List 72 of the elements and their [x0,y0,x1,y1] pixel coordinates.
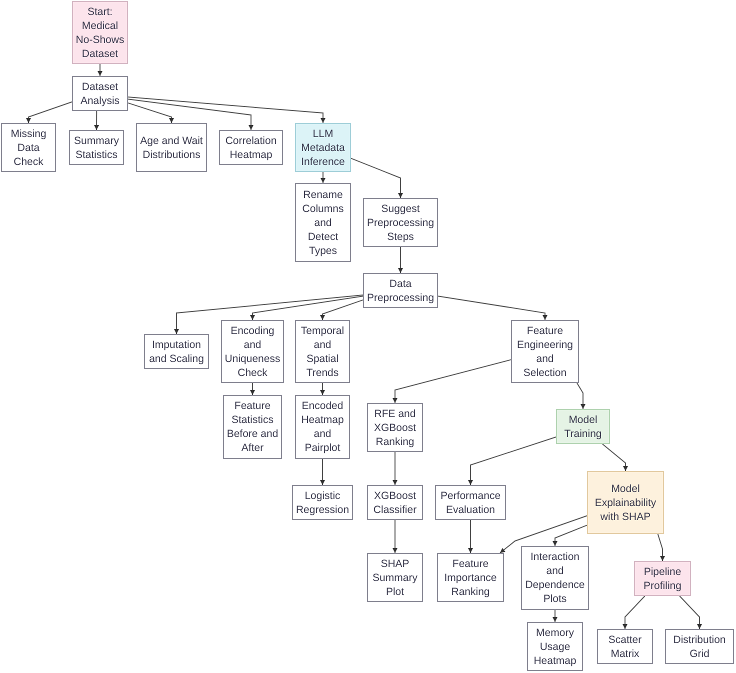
step-label: Feature Engineering and Selection [516,324,574,380]
arrow [320,172,326,184]
arrow [398,246,403,274]
arrow [392,359,512,404]
arrow [392,452,398,486]
step-label: XGBoost Classifier [372,488,418,516]
arrow [350,158,403,198]
step-label: Temporal and Spatial Trends [300,324,346,380]
arrow [392,520,398,554]
arrow [438,296,548,320]
process-box [597,629,653,664]
process-box [437,553,504,602]
arrow [657,534,665,562]
arrow [622,596,646,630]
process-box [527,622,583,671]
arrow [26,101,72,124]
step-label: Encoding and Uniqueness Check [224,324,281,380]
process-box [367,403,423,452]
arrow [128,98,254,130]
arrow [468,520,473,554]
arrow [576,382,586,410]
step-label: Feature Statistics Before and After [226,399,279,455]
step-label: Logistic Regression [295,488,350,516]
arrow [174,294,364,334]
step-label: Missing Data Check [10,126,48,168]
arrow [679,596,702,630]
step-label: Encoded Heatmap and Pairplot [300,399,345,455]
process-box [1,123,56,172]
step-label: Age and Wait Distributions [139,134,204,162]
arrow [320,382,325,396]
arrow [128,96,326,124]
arrow [250,382,255,396]
step-label: Suggest Preprocessing Steps [366,202,435,244]
step-label: Distribution Grid [672,632,727,660]
step-label: Model Explainability with SHAP [594,482,658,524]
step-label: Summary Statistics [73,134,120,162]
step-label: Pipeline Profiling [642,564,682,592]
arrow [320,458,325,486]
process-box [587,471,664,534]
arrow [98,64,102,76]
step-label: Dataset Analysis [79,80,121,108]
process-box [665,629,734,664]
arrow [468,436,556,486]
arrow [552,524,588,546]
arrow [128,102,174,124]
step-label: Scatter Matrix [607,632,643,660]
step-label: SHAP Summary Plot [372,556,418,598]
process-box [295,183,351,262]
arrow [94,110,100,130]
step-label: LLM Metadata Inference [300,126,346,168]
step-label: Start: Medical No-Shows Dataset [75,4,125,60]
step-label: Memory Usage Heatmap [532,626,578,668]
process-box [72,76,128,111]
arrow [602,444,628,472]
step-label: Correlation Heatmap [224,134,278,162]
arrow [552,610,558,622]
arrow [499,515,588,554]
arrow [250,296,364,320]
step-label: Interaction and Dependence Plots [524,550,586,606]
process-box [136,123,207,172]
step-label: RFE and XGBoost Ranking [372,406,418,448]
arrow [320,299,364,320]
step-label: Imputation and Scaling [148,338,205,366]
step-label: Rename Columns and Detect Types [301,188,345,258]
process-box [556,409,610,444]
step-label: Feature Importance Ranking [443,556,498,598]
process-box [219,130,283,165]
step-label: Performance Evaluation [439,488,502,516]
step-label: Data Preprocessing [366,276,435,304]
process-box [634,561,691,596]
process-box [367,485,423,520]
step-label: Model Training [563,412,603,440]
